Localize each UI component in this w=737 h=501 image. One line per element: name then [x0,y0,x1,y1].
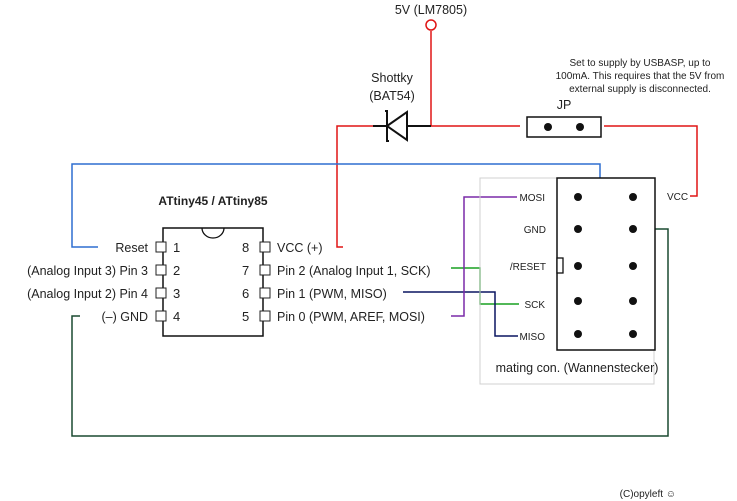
left-pin-2: 2 (Analog Input 3) Pin 3 [27,263,180,278]
connector-key [556,257,564,274]
chip-title: ATtiny45 / ATtiny85 [158,194,267,208]
miso-wire [403,291,518,337]
connector-pin-gnd-4 [629,297,637,305]
connector-label-reset: /RESET [510,262,546,273]
svg-text:7: 7 [242,263,249,278]
copyleft-text: (C)opyleft ☺ [620,489,676,500]
jumper-note-line-1: Set to supply by USBASP, up to [569,58,710,69]
jumper-jp [526,116,602,138]
connector-pin-miso [574,330,582,338]
connector-pin-mosi [574,193,582,201]
right-pin-7: 7 Pin 2 (Analog Input 1, SCK) [242,263,431,278]
jumper-pin-1 [544,123,552,131]
svg-text:4: 4 [173,309,180,324]
vcc-wires [336,31,698,248]
right-pin-5: 5 Pin 0 (PWM, AREF, MOSI) [242,309,425,324]
svg-text:Reset: Reset [115,241,148,255]
connector-pin-gnd-3 [629,262,637,270]
svg-text:VCC (+): VCC (+) [277,241,323,255]
svg-text:Pin 0 (PWM, AREF, MOSI): Pin 0 (PWM, AREF, MOSI) [277,310,425,324]
svg-text:Pin 1 (PWM, MISO): Pin 1 (PWM, MISO) [277,287,387,301]
svg-text:3: 3 [173,286,180,301]
svg-text:(–) GND: (–) GND [101,310,148,324]
jumper-note-line-2: 100mA. This requires that the 5V from [556,71,725,82]
connector-pins [574,193,637,338]
jumper-note-line-3: external supply is disconnected. [569,84,711,95]
chip-notch [201,227,225,239]
connector-pin-gnd-1 [574,225,582,233]
svg-text:Pin 2 (Analog Input 1, SCK): Pin 2 (Analog Input 1, SCK) [277,264,431,278]
svg-text:2: 2 [173,263,180,278]
connector-pin-reset [574,262,582,270]
connector-caption: mating con. (Wannenstecker) [496,361,659,375]
connector-label-vcc: VCC [667,192,688,203]
svg-text:8: 8 [242,240,249,255]
connector-label-gnd: GND [524,225,546,236]
sck-wire [451,267,519,305]
connector-label-mosi: MOSI [519,193,545,204]
left-pin-1: 1 Reset [115,240,180,255]
svg-text:1: 1 [173,240,180,255]
mosi-wire [451,196,517,317]
reset-wire [71,163,601,267]
connector-pin-vcc [629,193,637,201]
jumper-pin-2 [576,123,584,131]
connector-pin-sck [574,297,582,305]
connector-label-miso: MISO [519,332,545,343]
supply-label: 5V (LM7805) [395,3,467,17]
connector-pin-gnd-2 [629,225,637,233]
attiny-chip [162,227,264,337]
diode-part: (BAT54) [369,89,415,103]
svg-text:6: 6 [242,286,249,301]
diode-name: Shottky [371,71,413,85]
svg-text:5: 5 [242,309,249,324]
connector-label-sck: SCK [524,300,545,311]
svg-text:(Analog Input 2) Pin 4: (Analog Input 2) Pin 4 [27,287,148,301]
svg-text:(Analog Input 3) Pin 3: (Analog Input 3) Pin 3 [27,264,148,278]
left-pin-4: 4 (–) GND [101,309,180,324]
left-pin-3: 3 (Analog Input 2) Pin 4 [27,286,180,301]
connector-pin-gnd-5 [629,330,637,338]
supply-terminal [425,19,437,31]
right-pin-6: 6 Pin 1 (PWM, MISO) [242,286,387,301]
connector-body [556,177,656,351]
right-pin-8: 8 VCC (+) [242,240,323,255]
jumper-label: JP [557,98,572,112]
schottky-diode [373,110,431,142]
